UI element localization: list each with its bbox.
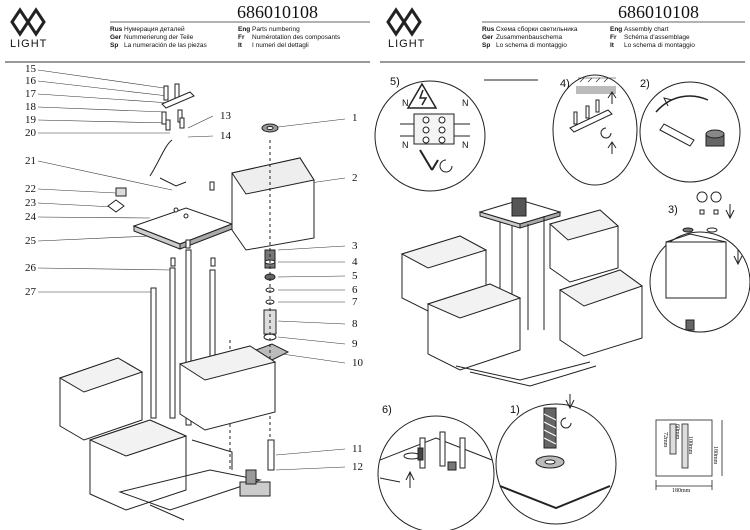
dimension-width: 180mm xyxy=(672,488,691,494)
step5-detail-circle xyxy=(374,80,486,192)
part-number-7: 7 xyxy=(352,296,358,308)
part-number-20: 20 xyxy=(25,127,36,139)
part-number-1: 1 xyxy=(352,112,358,124)
part-number-18: 18 xyxy=(25,101,36,113)
product-code-left: 686010108 xyxy=(237,2,318,22)
part-number-17: 17 xyxy=(25,88,36,100)
part-number-5: 5 xyxy=(352,270,358,282)
dimension-100mm: 100mm xyxy=(687,436,693,455)
step-label-2: 2) xyxy=(640,78,650,90)
shade-exploded xyxy=(229,123,315,470)
terminal-label-n2: N xyxy=(402,140,409,150)
step4-detail-circle xyxy=(552,74,638,186)
part-number-9: 9 xyxy=(352,338,358,350)
terminal-label-n4: N xyxy=(462,140,469,150)
part-number-23: 23 xyxy=(25,197,36,209)
brand-logo-right xyxy=(386,7,422,37)
dimension-72mm: 72mm xyxy=(662,432,668,448)
part-number-26: 26 xyxy=(25,262,36,274)
part-number-15: 15 xyxy=(25,63,36,75)
canopy-plate xyxy=(132,207,234,250)
part-number-21: 21 xyxy=(25,155,36,167)
step-label-6: 6) xyxy=(382,404,392,416)
step-label-5: 5) xyxy=(390,76,400,88)
part-number-16: 16 xyxy=(25,75,36,87)
part-number-12: 12 xyxy=(352,461,363,473)
part-number-25: 25 xyxy=(25,235,36,247)
brand-name-right: LIGHT xyxy=(388,38,426,50)
terminal-block xyxy=(115,187,127,197)
step-label-1: 1) xyxy=(510,404,520,416)
part-number-22: 22 xyxy=(25,183,36,195)
ceiling-hatch xyxy=(578,77,616,83)
step1-detail-circle xyxy=(495,394,617,525)
part-number-10: 10 xyxy=(352,357,363,369)
dimension-drawing xyxy=(655,419,723,490)
part-number-13: 13 xyxy=(220,110,231,122)
part-number-24: 24 xyxy=(25,211,36,223)
terminal-label-n1: N xyxy=(402,98,409,108)
leader-lines-left xyxy=(37,69,346,471)
part-number-14: 14 xyxy=(220,130,231,142)
step2-detail-circle xyxy=(639,81,741,183)
brand-logo-left xyxy=(10,7,46,37)
screws-top xyxy=(161,83,195,131)
part-number-6: 6 xyxy=(352,284,358,296)
part-number-8: 8 xyxy=(352,318,358,330)
part-number-2: 2 xyxy=(352,172,358,184)
fixture-assembled xyxy=(400,197,644,387)
wire xyxy=(149,139,173,177)
terminal-label-n3: N xyxy=(462,98,469,108)
product-code-right: 686010108 xyxy=(618,2,699,22)
dimension-height: 180mm xyxy=(712,446,718,465)
part-number-11: 11 xyxy=(352,443,363,455)
step-label-3: 3) xyxy=(668,204,678,216)
step3-detail-circle xyxy=(649,191,750,333)
fixture-frame-left xyxy=(58,345,277,521)
part-number-27: 27 xyxy=(25,286,36,298)
step-label-4: 4) xyxy=(560,78,570,90)
step6-detail-circle xyxy=(377,415,495,530)
brand-name-left: LIGHT xyxy=(10,38,48,50)
part-number-3: 3 xyxy=(352,240,358,252)
part-number-19: 19 xyxy=(25,114,36,126)
part-number-4: 4 xyxy=(352,256,358,268)
dimension-60mm: 60mm xyxy=(674,424,680,440)
